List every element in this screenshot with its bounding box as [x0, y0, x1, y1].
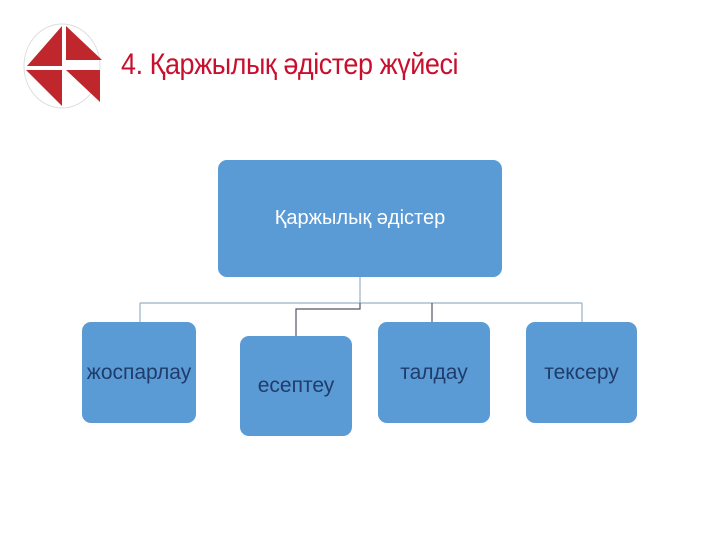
child-node-accounting: есептеу	[240, 336, 352, 436]
child-node-analysis: талдау	[378, 322, 490, 423]
logo-icon	[23, 23, 102, 109]
child-node-planning: жоспарлау	[82, 322, 196, 423]
child-node-label: жоспарлау	[86, 360, 192, 384]
root-node-label: Қаржылық әдістер	[274, 207, 446, 229]
slide-title: 4. Қаржылық әдістер жүйесі	[121, 48, 459, 81]
root-node: Қаржылық әдістер	[218, 160, 502, 277]
child-node-label: талдау	[400, 360, 468, 384]
child-node-audit: тексеру	[526, 322, 637, 423]
child-node-label: тексеру	[544, 360, 619, 384]
child-node-label: есептеу	[257, 374, 335, 397]
